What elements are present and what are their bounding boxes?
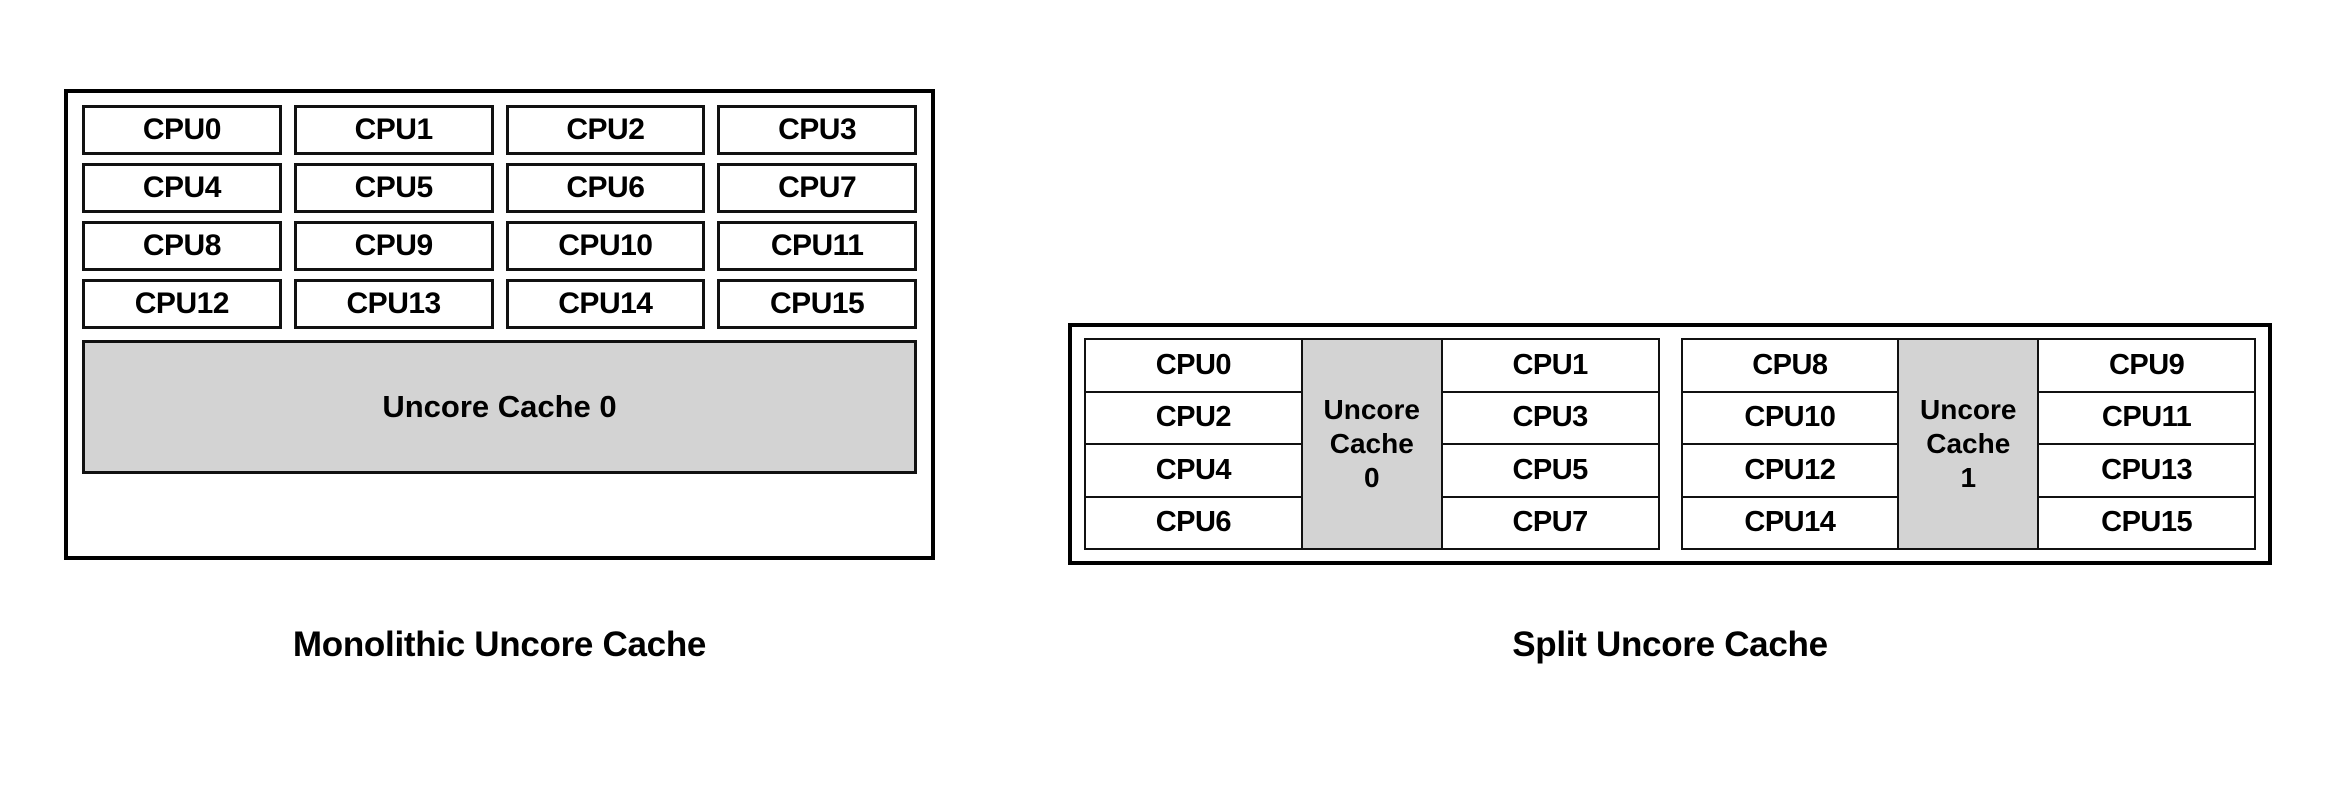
split-caption: Split Uncore Cache — [1512, 625, 1828, 664]
cpu-box: CPU11 — [2037, 390, 2256, 445]
cpu-box: CPU5 — [1440, 443, 1660, 498]
monolithic-uncore-cache-diagram: CPU0 CPU1 CPU2 CPU3 CPU4 CPU5 CPU6 CPU7 … — [64, 89, 935, 560]
uncore-cache-box: Uncore Cache 0 — [1300, 338, 1443, 550]
cpu-box: CPU6 — [1084, 495, 1303, 550]
cpu-box: CPU3 — [1440, 390, 1660, 445]
cpu-box: CPU1 — [293, 105, 494, 155]
cache-label-line: Uncore — [1920, 393, 2017, 425]
cluster-left-cpu-column: CPU8 CPU10 CPU12 CPU14 — [1680, 338, 1900, 550]
cache-label-line: 1 — [1960, 462, 1977, 494]
cpu-box: CPU7 — [717, 163, 917, 213]
cpu-box: CPU0 — [82, 105, 282, 155]
split-uncore-cache-diagram: CPU0 CPU2 CPU4 CPU6 Uncore Cache 0 CPU1 … — [1068, 323, 2272, 565]
split-package-frame: CPU0 CPU2 CPU4 CPU6 Uncore Cache 0 CPU1 … — [1068, 323, 2272, 565]
cpu-box: CPU9 — [293, 221, 494, 271]
cpu-box: CPU9 — [2037, 338, 2256, 393]
cpu-box: CPU2 — [1084, 390, 1303, 445]
cpu-box: CPU11 — [717, 221, 917, 271]
cpu-box: CPU8 — [1680, 338, 1900, 393]
cluster-left-cpu-column: CPU0 CPU2 CPU4 CPU6 — [1084, 338, 1303, 550]
cpu-box: CPU13 — [2037, 443, 2256, 498]
cpu-box: CPU8 — [82, 221, 282, 271]
cpu-box: CPU5 — [293, 163, 494, 213]
cpu-box: CPU10 — [1680, 390, 1900, 445]
cpu-box: CPU15 — [2037, 495, 2256, 550]
cluster: CPU0 CPU2 CPU4 CPU6 Uncore Cache 0 CPU1 … — [1084, 338, 1660, 550]
cpu-box: CPU4 — [82, 163, 282, 213]
monolithic-package-frame: CPU0 CPU1 CPU2 CPU3 CPU4 CPU5 CPU6 CPU7 … — [64, 89, 935, 560]
cpu-box: CPU13 — [293, 279, 494, 329]
cpu-box: CPU3 — [717, 105, 917, 155]
cpu-box: CPU15 — [717, 279, 917, 329]
cache-label-line: 0 — [1363, 462, 1380, 494]
cpu-box: CPU4 — [1084, 443, 1303, 498]
cache-label-line: Uncore — [1323, 393, 1420, 425]
cpu-box: CPU10 — [505, 221, 706, 271]
cluster: CPU8 CPU10 CPU12 CPU14 Uncore Cache 1 CP… — [1680, 338, 2256, 550]
cache-label-line: Cache — [1329, 427, 1414, 459]
uncore-cache-box: Uncore Cache 0 — [82, 340, 917, 474]
cpu-box: CPU7 — [1440, 495, 1660, 550]
monolithic-cpu-grid: CPU0 CPU1 CPU2 CPU3 CPU4 CPU5 CPU6 CPU7 … — [82, 105, 917, 329]
cluster-right-cpu-column: CPU9 CPU11 CPU13 CPU15 — [2037, 338, 2256, 550]
cpu-box: CPU14 — [1680, 495, 1900, 550]
cpu-box: CPU12 — [82, 279, 282, 329]
cpu-box: CPU12 — [1680, 443, 1900, 498]
cpu-box: CPU0 — [1084, 338, 1303, 393]
cluster-right-cpu-column: CPU1 CPU3 CPU5 CPU7 — [1440, 338, 1660, 550]
cpu-box: CPU6 — [505, 163, 706, 213]
monolithic-caption: Monolithic Uncore Cache — [292, 625, 707, 664]
uncore-cache-box: Uncore Cache 1 — [1897, 338, 2040, 550]
cpu-box: CPU14 — [505, 279, 706, 329]
cpu-box: CPU1 — [1440, 338, 1660, 393]
cpu-box: CPU2 — [505, 105, 706, 155]
cache-label-line: Cache — [1926, 427, 2011, 459]
